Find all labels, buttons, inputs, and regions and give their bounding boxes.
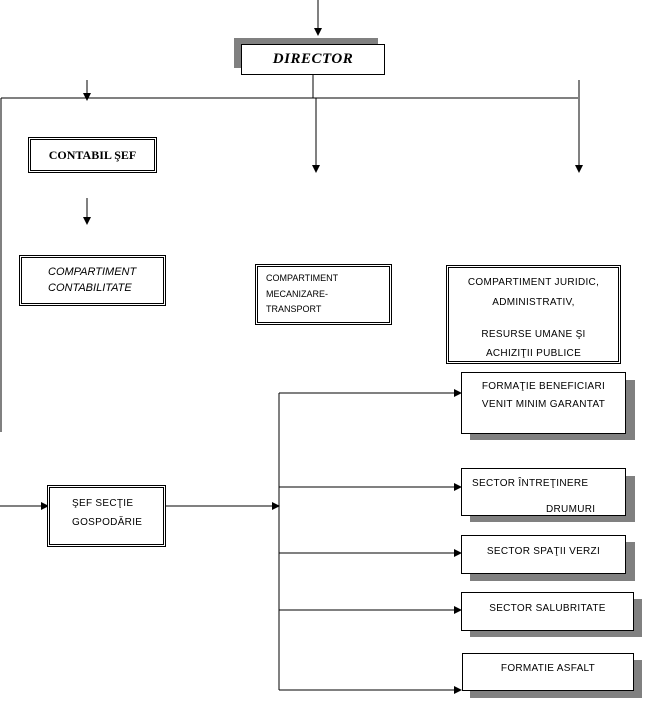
comp-contabilitate-line1: COMPARTIMENT — [48, 266, 137, 278]
sef-sectie-line2: GOSPODĂRIE — [72, 517, 143, 528]
sef-sectie-line1: ŞEF SECŢIE — [72, 498, 134, 509]
director-label: DIRECTOR — [272, 51, 354, 67]
formatie-asfalt-label: FORMATIE ASFALT — [500, 663, 596, 674]
sector-salubritate-box: SECTOR SALUBRITATE — [461, 592, 634, 631]
comp-juridic-line3: RESURSE UMANE ŞI — [481, 329, 586, 340]
comp-mecanizare-line1: COMPARTIMENT — [266, 273, 339, 283]
comp-mecanizare-box: COMPARTIMENT MECANIZARE- TRANSPORT — [255, 264, 392, 325]
contabil-sef-label: CONTABIL ŞEF — [48, 148, 137, 162]
comp-juridic-line4: ACHIZIŢII PUBLICE — [485, 348, 582, 359]
sector-spatii-verzi-label: SECTOR SPAŢII VERZI — [486, 546, 601, 557]
comp-juridic-line2: ADMINISTRATIV, — [492, 297, 575, 308]
comp-mecanizare-line3: TRANSPORT — [266, 304, 322, 314]
formatie-beneficiari-line2: VENIT MINIM GARANTAT — [481, 399, 606, 410]
comp-contabilitate-box: COMPARTIMENT CONTABILITATE — [19, 255, 166, 306]
sector-intretinere-line1: SECTOR ÎNTREŢINERE — [472, 478, 589, 489]
sef-sectie-box: ŞEF SECŢIE GOSPODĂRIE — [47, 485, 166, 547]
director-box: DIRECTOR — [241, 44, 385, 75]
contabil-sef-box: CONTABIL ŞEF — [28, 137, 157, 173]
sector-intretinere-line2: DRUMURI — [546, 504, 596, 515]
sector-intretinere-box: SECTOR ÎNTREŢINERE DRUMURI — [461, 468, 626, 516]
comp-juridic-line1: COMPARTIMENT JURIDIC, — [467, 277, 600, 288]
formatie-beneficiari-box: FORMAŢIE BENEFICIARI VENIT MINIM GARANTA… — [461, 372, 626, 434]
formatie-beneficiari-line1: FORMAŢIE BENEFICIARI — [481, 381, 606, 392]
comp-juridic-box: COMPARTIMENT JURIDIC, ADMINISTRATIV, RES… — [446, 265, 621, 364]
comp-contabilitate-line2: CONTABILITATE — [48, 282, 132, 294]
comp-mecanizare-line2: MECANIZARE- — [266, 289, 329, 299]
sector-spatii-verzi-box: SECTOR SPAŢII VERZI — [461, 535, 626, 574]
sector-salubritate-label: SECTOR SALUBRITATE — [489, 603, 606, 614]
formatie-asfalt-box: FORMATIE ASFALT — [462, 653, 634, 691]
